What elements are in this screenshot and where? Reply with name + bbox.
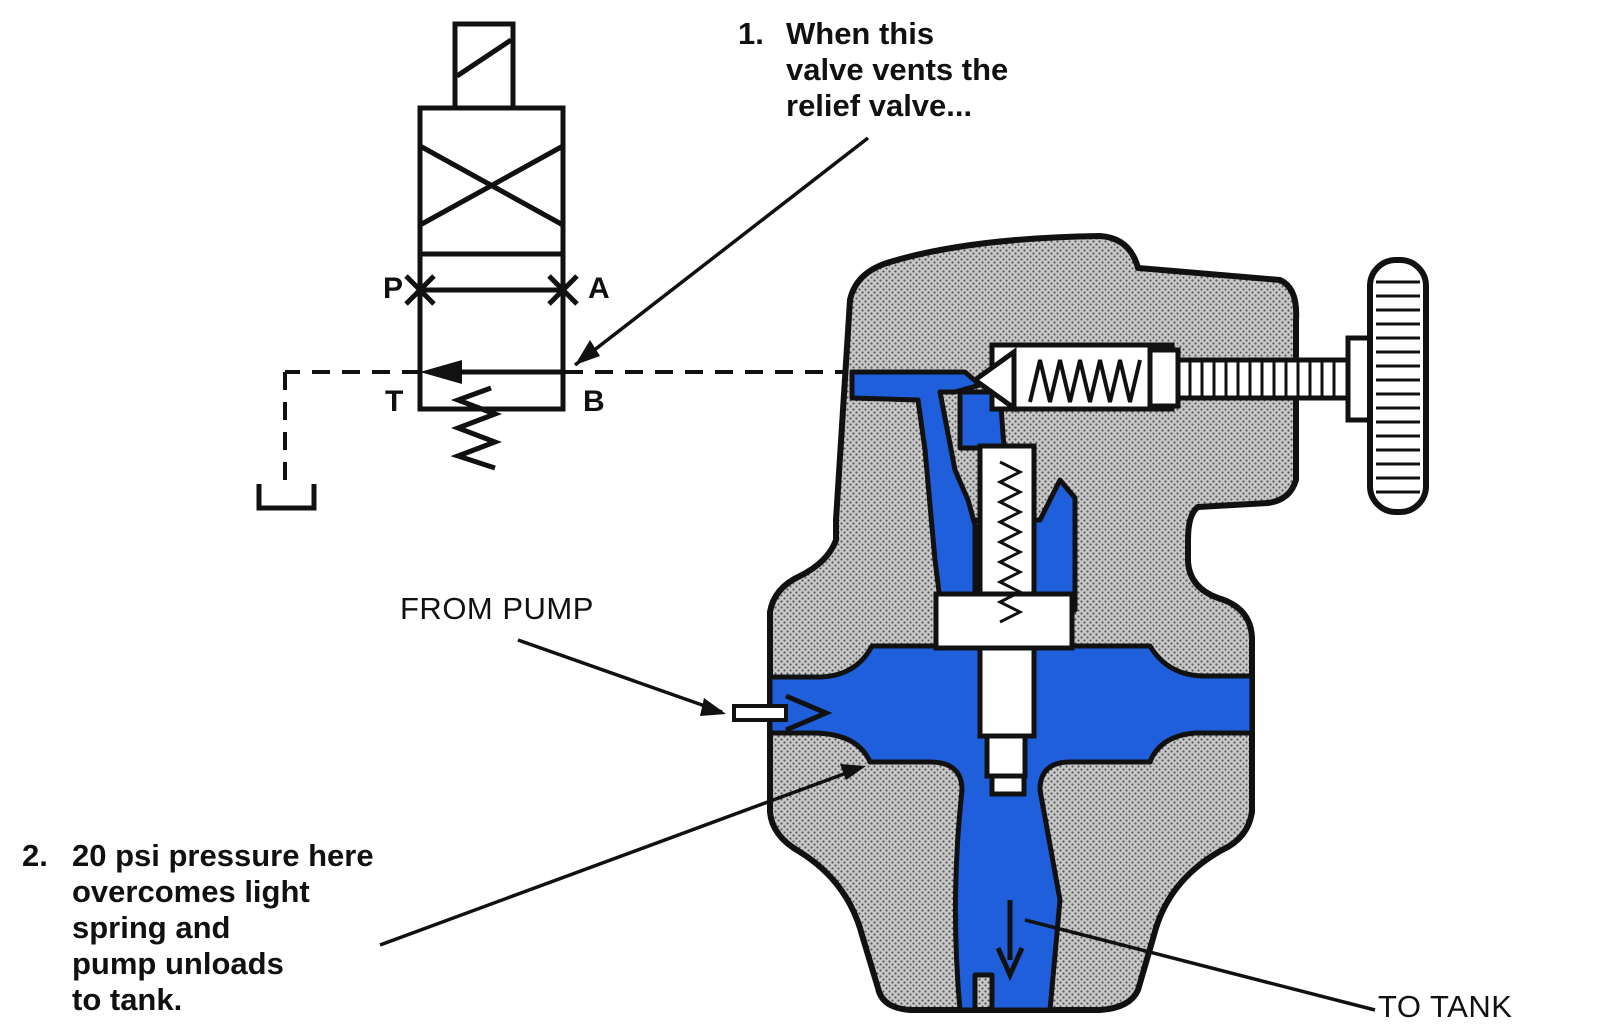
- port-label-b: B: [583, 385, 605, 418]
- solenoid-valve-symbol: [404, 21, 579, 471]
- leader-2-arrowhead-icon: [840, 764, 866, 780]
- leader-1-arrowhead-icon: [575, 340, 600, 365]
- callout-2-line-1: 20 psi pressure here: [72, 838, 374, 873]
- port-label-p: P: [383, 272, 404, 305]
- callout-1: 1. When this valve vents the relief valv…: [738, 16, 1068, 128]
- leader-callout-2: [379, 766, 861, 947]
- pilot-spring: [1028, 359, 1142, 403]
- callout-2-line-4: pump unloads: [72, 946, 284, 981]
- callout-2-text: 20 psi pressure here overcomes light spr…: [72, 838, 374, 1018]
- leader-callout-1: [573, 136, 870, 367]
- knob-knurling: [1376, 280, 1420, 494]
- pilot-vent-line: [283, 370, 855, 485]
- solenoid-coil: [452, 21, 516, 111]
- callout-2: 2. 20 psi pressure here overcomes light …: [22, 838, 442, 1023]
- callout-1-line-2: valve vents the: [786, 52, 1009, 87]
- leader-pump-arrowhead-icon: [700, 698, 726, 716]
- leader-lines: [379, 136, 1376, 1012]
- to-tank-flow-arrow-icon: [995, 900, 1025, 982]
- leader-from-pump: [517, 638, 723, 714]
- adjusting-screw-threads: [1188, 362, 1336, 396]
- adjustment-knob-icon: [1367, 257, 1429, 515]
- callout-1-line-3: relief valve...: [786, 88, 973, 123]
- crossed-envelope: [417, 105, 566, 257]
- callout-2-number: 2.: [22, 838, 48, 873]
- flow-arrowhead-icon: [420, 360, 462, 384]
- leader-to-tank: [1024, 918, 1376, 1012]
- port-label-a: A: [588, 272, 610, 305]
- callout-2-line-5: to tank.: [72, 982, 183, 1017]
- spool-spring: [996, 460, 1024, 624]
- to-tank-label: TO TANK: [1378, 989, 1513, 1024]
- from-pump-label: FROM PUMP: [400, 591, 594, 626]
- from-pump-arrow-icon: [732, 693, 833, 733]
- callout-1-number: 1.: [738, 16, 764, 51]
- tank-symbol-icon: [256, 484, 317, 511]
- port-label-t: T: [385, 385, 404, 418]
- solenoid-diagonal: [455, 37, 513, 79]
- active-envelope: [417, 251, 566, 412]
- callout-1-line-1: When this: [786, 16, 935, 51]
- callout-1-text: When this valve vents the relief valve..…: [786, 16, 1008, 124]
- return-spring: [450, 385, 503, 471]
- callout-2-line-2: overcomes light: [72, 874, 310, 909]
- callout-2-line-3: spring and: [72, 910, 231, 945]
